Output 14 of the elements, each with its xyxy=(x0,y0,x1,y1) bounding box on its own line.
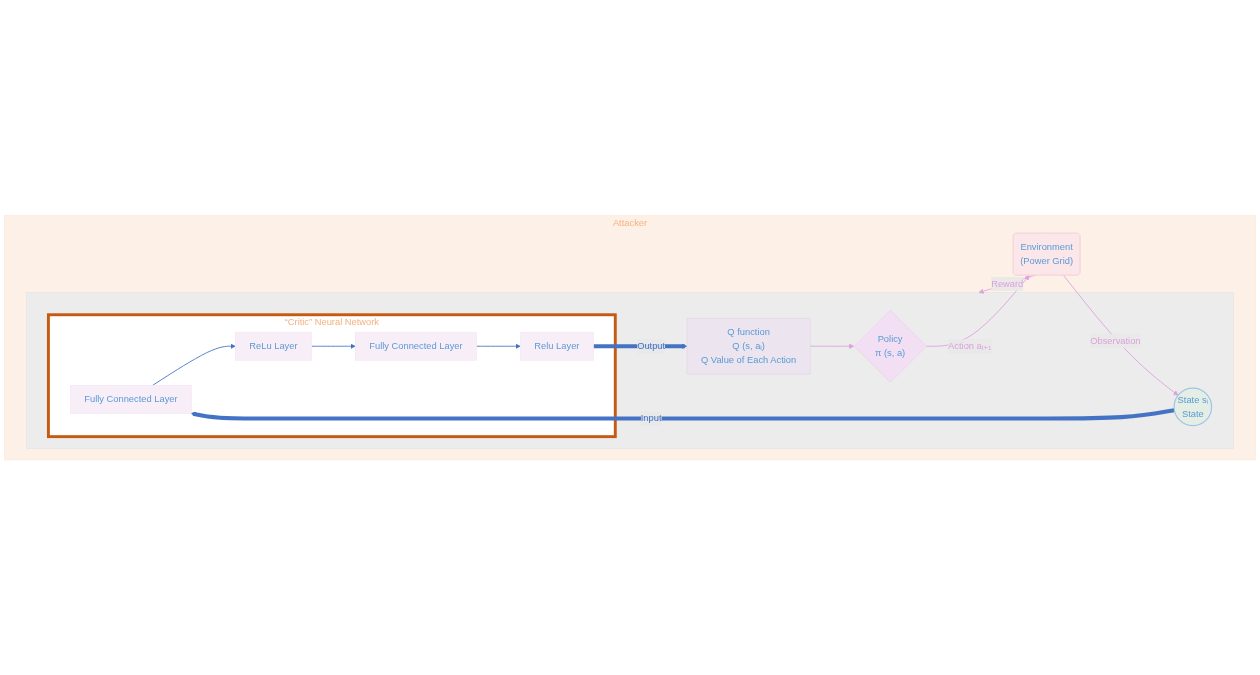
arrow xyxy=(190,407,1175,421)
node-box: Q function Q (s, aᵢ) Q Value of Each Action xyxy=(686,317,811,375)
cluster xyxy=(26,292,1234,449)
node-box: ReLu Layer xyxy=(235,331,312,361)
node-box: Fully Connected Layer xyxy=(70,384,192,414)
edge-label: Reward xyxy=(991,278,1024,289)
node-box: Fully Connected Layer xyxy=(354,331,477,361)
node-circle: State sᵢ State xyxy=(1173,387,1213,426)
edge-label: Output xyxy=(637,340,666,351)
node-diamond: Policy π (s, a) xyxy=(853,309,927,383)
node-box: Relu Layer xyxy=(520,331,594,361)
edge-label: Observation xyxy=(1090,335,1141,346)
edge-label: Input xyxy=(640,412,662,423)
edge-label: Action aᵢ₊₁ xyxy=(948,340,992,351)
